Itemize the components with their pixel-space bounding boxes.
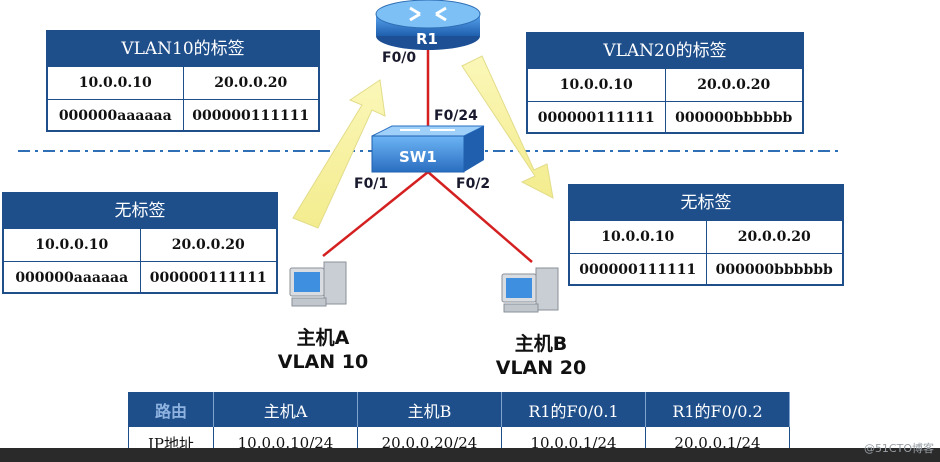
- untagged-right-src-ip: 20.0.0.20: [705, 220, 842, 254]
- address-table-header: 主机A: [213, 392, 358, 427]
- vlan20-dst-ip: 10.0.0.10: [528, 68, 665, 102]
- bottom-bar: [0, 448, 940, 462]
- untagged-right-title: 无标签: [570, 186, 842, 220]
- link-host-b: [427, 171, 533, 263]
- untagged-left-panel: 无标签 10.0.0.10 20.0.0.20 000000aaaaaa 000…: [2, 192, 278, 294]
- untagged-left-dst-ip: 10.0.0.10: [4, 228, 140, 262]
- switch-icon: [371, 125, 485, 173]
- host-b-label: 主机B VLAN 20: [486, 332, 596, 380]
- vlan20-panel-title: VLAN20的标签: [528, 34, 802, 68]
- vlan20-dst-mac: 000000111111: [528, 101, 665, 134]
- switch-uplink-label: F0/24: [434, 108, 478, 124]
- host-a-name: 主机A: [296, 327, 350, 349]
- switch-port-a-label: F0/1: [354, 176, 389, 192]
- host-a-vlan: VLAN 10: [277, 351, 369, 373]
- address-table-header: R1的F0/0.2: [645, 392, 790, 427]
- upward-arrow: [292, 79, 386, 229]
- untagged-right-panel: 无标签 10.0.0.10 20.0.0.20 000000111111 000…: [568, 184, 844, 286]
- vlan10-dst-mac: 000000aaaaaa: [48, 99, 183, 132]
- link-host-a: [322, 171, 429, 257]
- vlan10-dst-ip: 10.0.0.10: [48, 66, 183, 100]
- address-table-header-row: 路由 主机A 主机B R1的F0/0.1 R1的F0/0.2: [128, 392, 790, 427]
- switch-port-b-label: F0/2: [456, 176, 491, 192]
- untagged-left-dst-mac: 000000aaaaaa: [4, 261, 140, 294]
- router-icon: [375, 0, 481, 50]
- downward-arrow: [461, 55, 554, 199]
- watermark: @51CTO博客: [863, 442, 934, 455]
- switch-label: SW1: [399, 148, 437, 166]
- untagged-left-src-ip: 20.0.0.20: [139, 228, 276, 262]
- untagged-right-src-mac: 000000bbbbbb: [705, 253, 842, 286]
- router-label: R1: [416, 30, 438, 48]
- host-b-computer-icon: [501, 267, 559, 313]
- untagged-right-dst-mac: 000000111111: [570, 253, 706, 286]
- host-b-name: 主机B: [514, 333, 568, 355]
- vlan20-src-ip: 20.0.0.20: [664, 68, 802, 102]
- vlan10-src-mac: 000000111111: [182, 99, 318, 132]
- address-table: 路由 主机A 主机B R1的F0/0.1 R1的F0/0.2 IP地址 10.0…: [128, 392, 790, 460]
- untagged-left-src-mac: 000000111111: [139, 261, 276, 294]
- vlan10-panel-title: VLAN10的标签: [48, 32, 318, 66]
- vlan10-tag-panel: VLAN10的标签 10.0.0.10 20.0.0.20 000000aaaa…: [46, 30, 320, 132]
- vlan20-tag-panel: VLAN20的标签 10.0.0.10 20.0.0.20 0000001111…: [526, 32, 804, 134]
- host-a-label: 主机A VLAN 10: [268, 326, 378, 374]
- host-b-vlan: VLAN 20: [495, 357, 587, 379]
- untagged-right-dst-ip: 10.0.0.10: [570, 220, 706, 254]
- vlan10-src-ip: 20.0.0.20: [182, 66, 318, 100]
- host-a-computer-icon: [289, 261, 347, 307]
- untagged-left-title: 无标签: [4, 194, 276, 228]
- address-table-header: 主机B: [357, 392, 502, 427]
- router-port-label: F0/0: [382, 50, 417, 66]
- address-table-corner: 路由: [128, 392, 214, 427]
- address-table-header: R1的F0/0.1: [501, 392, 646, 427]
- vlan20-src-mac: 000000bbbbbb: [664, 101, 802, 134]
